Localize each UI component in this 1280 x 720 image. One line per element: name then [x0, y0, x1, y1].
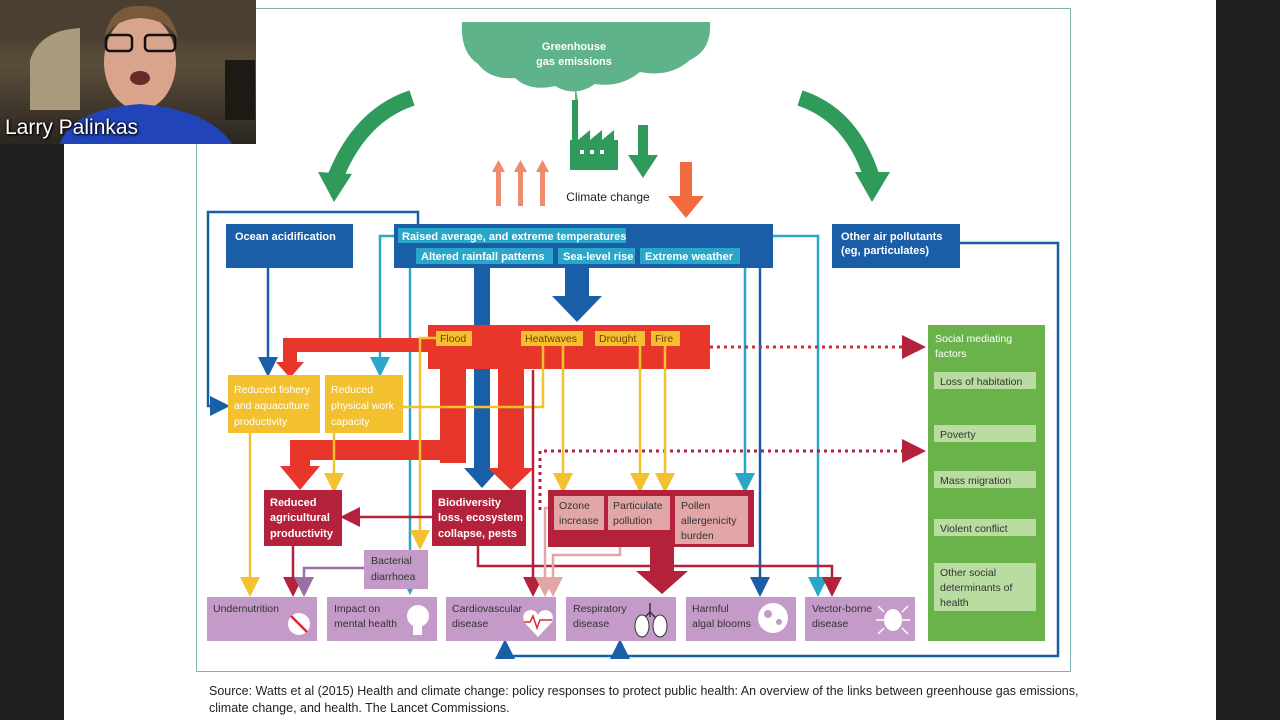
- social-title-1: Social mediating: [935, 333, 1012, 345]
- brain-head-icon: [407, 605, 429, 635]
- reduced-work-label-2: physical work: [331, 400, 395, 412]
- other-air-pollutants-label-2: (eg, particulates): [841, 245, 929, 257]
- social-item-5-line-1: Other social: [940, 567, 996, 579]
- raised-temperatures-label: Raised average, and extreme temperatures: [402, 231, 626, 243]
- bacterial-box: [364, 550, 428, 589]
- cloud-label-2: gas emissions: [536, 56, 612, 68]
- cardiovascular-label-1: Cardiovascular: [452, 603, 523, 615]
- left-curved-arrow: [327, 90, 415, 182]
- ozone-label-2: increase: [559, 515, 599, 527]
- heart-icon: [523, 610, 553, 637]
- presenter-name: Larry Palinkas: [5, 116, 139, 139]
- fire-label: Fire: [655, 333, 673, 345]
- drought-label: Drought: [599, 333, 636, 345]
- algae-icon: [758, 603, 788, 633]
- source-citation: Source: Watts et al (2015) Health and cl…: [209, 684, 1079, 715]
- reduced-work-box: [325, 375, 403, 433]
- vector-label-2: disease: [812, 618, 848, 630]
- presenter-video[interactable]: Larry Palinkas: [0, 0, 256, 144]
- mental-health-label-1: Impact on: [334, 603, 380, 615]
- climate-change-label: Climate change: [566, 190, 650, 204]
- right-curved-arrowhead: [855, 172, 890, 202]
- ocean-acidification-box: [226, 224, 353, 268]
- reduced-work-label-1: Reduced: [331, 384, 373, 396]
- bacterial-label-1: Bacterial: [371, 555, 412, 567]
- social-item-4: Violent conflict: [940, 523, 1008, 535]
- right-curved-arrow: [797, 90, 880, 181]
- heatwaves-label: Heatwaves: [525, 333, 577, 345]
- respiratory-label-2: disease: [573, 618, 609, 630]
- particulate-label-1: Particulate: [613, 500, 663, 512]
- reduced-fishery-label-3: productivity: [234, 416, 288, 428]
- reduced-fishery-label-1: Reduced fishery: [234, 384, 311, 396]
- reduced-work-label-3: capacity: [331, 416, 370, 428]
- social-item-2: Poverty: [940, 429, 976, 441]
- reduced-agri-label-1: Reduced: [270, 497, 316, 509]
- green-down-arrow-icon: [628, 125, 658, 178]
- other-air-pollutants-box: [832, 224, 960, 268]
- bacterial-label-2: diarrhoea: [371, 571, 416, 583]
- heat-up-arrows-icon: [492, 160, 549, 206]
- social-title-2: factors: [935, 348, 967, 360]
- particulate-label-2: pollution: [613, 515, 652, 527]
- presenter-silhouette: [0, 0, 256, 144]
- diagram-frame: [196, 8, 1071, 672]
- factory-icon: [570, 100, 618, 170]
- heat-down-arrow-icon: [668, 162, 704, 218]
- social-item-5-line-2: determinants of: [940, 582, 1012, 594]
- pollen-label-1: Pollen: [681, 500, 710, 512]
- extreme-weather-label: Extreme weather: [645, 251, 734, 263]
- social-item-3: Mass migration: [940, 475, 1011, 487]
- left-curved-arrowhead: [318, 172, 352, 202]
- social-item-5-line-3: health: [940, 597, 969, 609]
- reduced-agri-box: [264, 490, 342, 546]
- biodiversity-label-2: loss, ecosystem: [438, 512, 523, 524]
- reduced-agri-label-2: agricultural: [270, 512, 330, 524]
- lungs-icon: [634, 603, 668, 638]
- cloud-label-1: Greenhouse: [542, 41, 606, 53]
- reduced-fishery-box: [228, 375, 320, 433]
- undernutrition-label: Undernutrition: [213, 603, 279, 615]
- reduced-fishery-label-2: and aquaculture: [234, 400, 309, 412]
- algal-label-2: algal blooms: [692, 618, 751, 630]
- mental-health-label-2: mental health: [334, 618, 397, 630]
- other-air-pollutants-label-1: Other air pollutants: [841, 231, 942, 243]
- emissions-cloud: [461, 22, 711, 100]
- ocean-acidification-label: Ocean acidification: [235, 231, 336, 243]
- biodiversity-label-1: Biodiversity: [438, 497, 502, 509]
- algal-label-1: Harmful: [692, 603, 729, 615]
- pollen-label-3: burden: [681, 530, 714, 542]
- social-item-1: Loss of habitation: [940, 376, 1022, 388]
- cardiovascular-label-2: disease: [452, 618, 488, 630]
- health-outcomes: [207, 597, 915, 641]
- biodiversity-label-3: collapse, pests: [438, 528, 517, 540]
- flood-label: Flood: [440, 333, 466, 345]
- reduced-agri-label-3: productivity: [270, 528, 334, 540]
- vector-label-1: Vector-borne: [812, 603, 872, 615]
- sea-level-label: Sea-level rise: [563, 251, 633, 263]
- plate-icon: [288, 613, 310, 635]
- respiratory-label-1: Respiratory: [573, 603, 627, 615]
- pollen-label-2: allergenicity: [681, 515, 737, 527]
- altered-rainfall-label: Altered rainfall patterns: [421, 251, 544, 263]
- right-margin: [1216, 0, 1280, 720]
- tick-icon: [876, 605, 910, 635]
- ozone-label-1: Ozone: [559, 500, 590, 512]
- biodiversity-box: [432, 490, 526, 546]
